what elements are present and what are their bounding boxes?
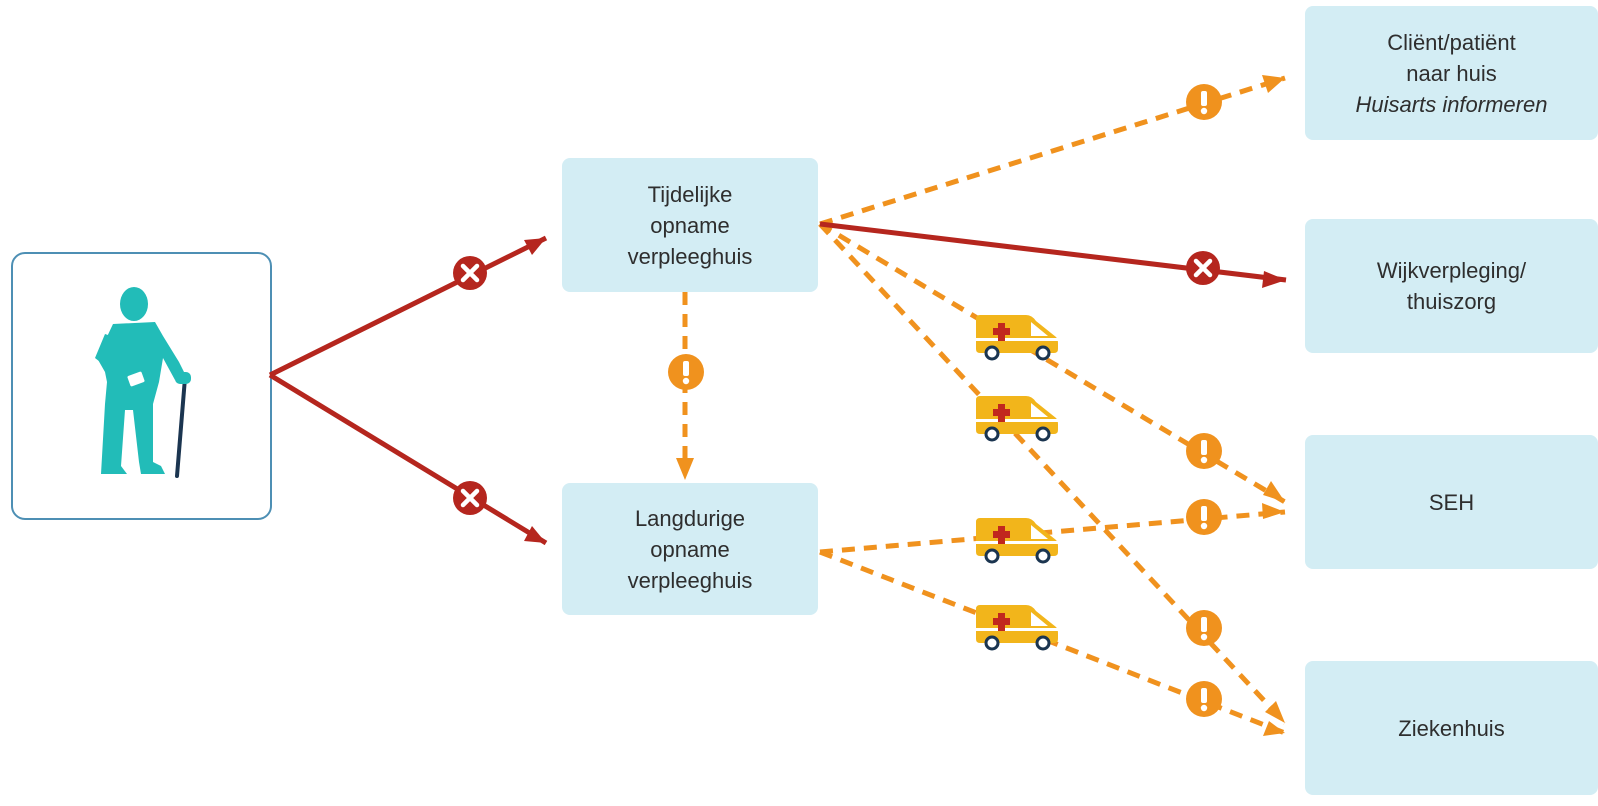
node-line: naar huis bbox=[1406, 60, 1497, 86]
node-wijkverpleging: Wijkverpleging/ thuiszorg bbox=[1305, 219, 1598, 353]
person-box bbox=[11, 252, 272, 520]
node-line: Wijkverpleging/ bbox=[1376, 258, 1527, 283]
node-line: Langdurige bbox=[634, 505, 746, 531]
ambulance-icon bbox=[976, 605, 1058, 651]
node-seh: SEH bbox=[1305, 435, 1598, 569]
ambulance-icon bbox=[976, 396, 1058, 442]
node-line: opname bbox=[650, 212, 730, 238]
x-circle-icon bbox=[453, 481, 487, 515]
exclamation-circle-icon bbox=[1186, 433, 1222, 469]
node-ziekenhuis: Ziekenhuis bbox=[1305, 661, 1598, 795]
node-tijdelijke: Tijdelijke opname verpleeghuis bbox=[562, 158, 818, 292]
node-line: Ziekenhuis bbox=[1398, 715, 1505, 741]
exclamation-circle-icon bbox=[1186, 681, 1222, 717]
exclamation-circle-icon bbox=[668, 354, 704, 390]
ambulance-icon bbox=[976, 518, 1058, 564]
dashed-arrowheads bbox=[676, 75, 1285, 736]
solid-arrows bbox=[268, 221, 1287, 546]
node-line: SEH bbox=[1428, 489, 1475, 515]
exclamation-circle-icon bbox=[1186, 84, 1222, 120]
node-langdurige: Langdurige opname verpleeghuis bbox=[562, 483, 818, 615]
ambulance-icon bbox=[976, 315, 1058, 361]
x-circle-icon bbox=[453, 256, 487, 290]
node-line: opname bbox=[650, 536, 730, 562]
solid-arrowheads bbox=[524, 238, 1286, 543]
node-line: verpleeghuis bbox=[627, 243, 753, 269]
node-naar-huis: Cliënt/patiënt naar huis Huisarts inform… bbox=[1305, 6, 1598, 140]
node-line: Tijdelijke bbox=[647, 181, 733, 207]
node-line: Cliënt/patiënt bbox=[1387, 29, 1516, 55]
node-line: thuiszorg bbox=[1406, 289, 1497, 314]
elderly-person-icon bbox=[95, 287, 191, 478]
node-line: verpleeghuis bbox=[627, 567, 753, 593]
exclamation-circle-icon bbox=[1186, 610, 1222, 646]
x-circle-icon bbox=[1186, 251, 1220, 285]
node-note: Huisarts informeren bbox=[1355, 91, 1548, 117]
exclamation-circle-icon bbox=[1186, 499, 1222, 535]
